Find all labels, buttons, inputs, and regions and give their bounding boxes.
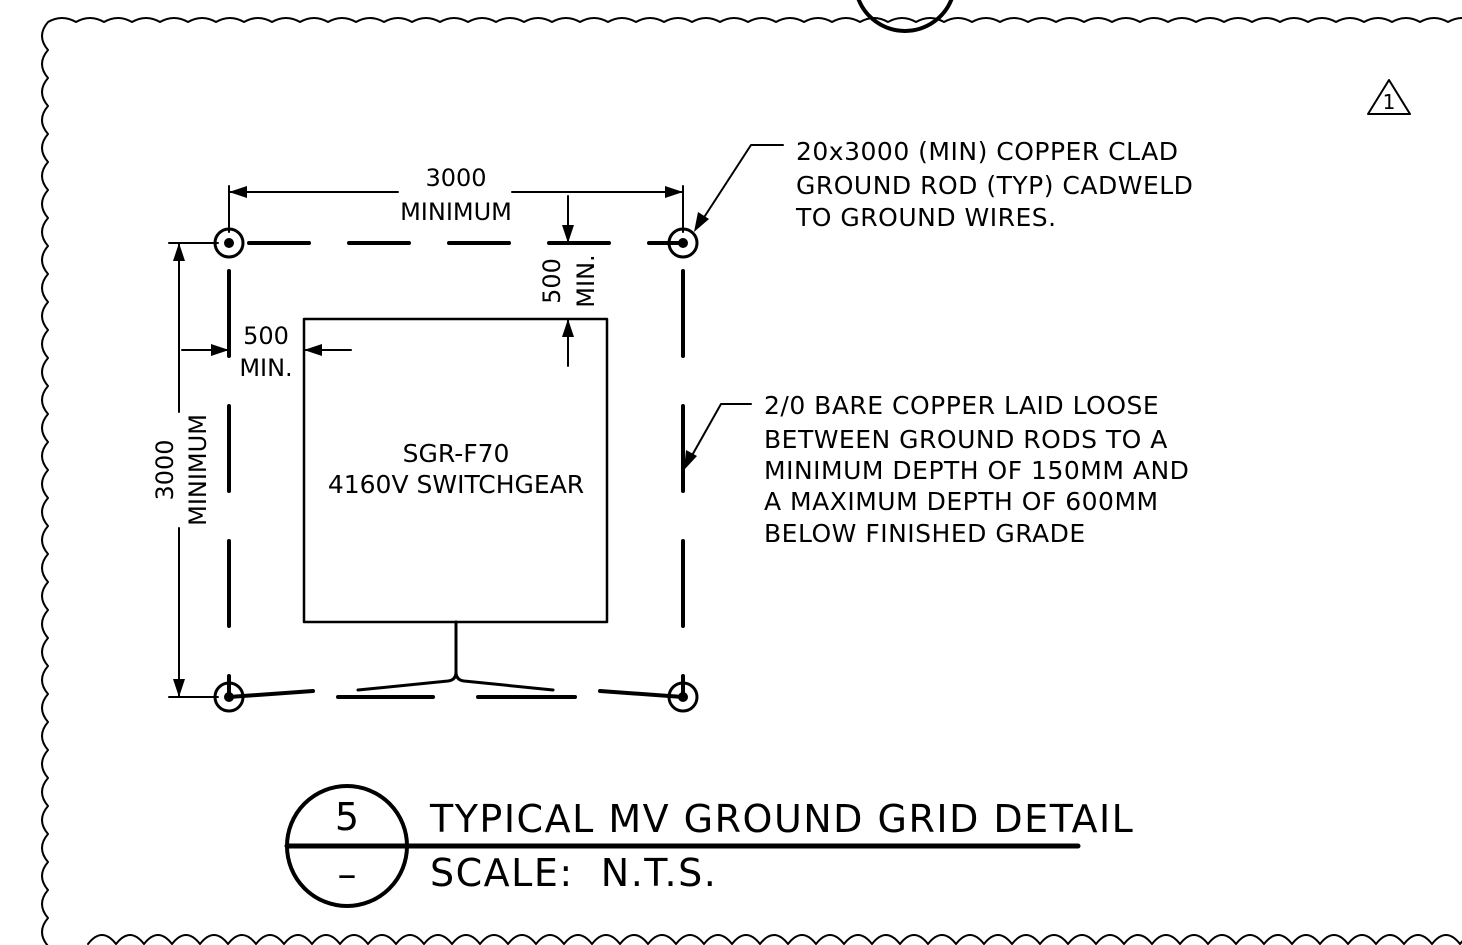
adjacent-callout-circle-fragment (856, 0, 954, 33)
note-ground-rod-line-1: 20x3000 (MIN) COPPER CLAD (796, 137, 1178, 166)
detail-sheet-reference: – (338, 852, 357, 896)
detail-title: TYPICAL MV GROUND GRID DETAIL (429, 797, 1134, 841)
dimension-side-clearance-label: MIN. (239, 354, 292, 382)
dimension-side-clearance: 500 MIN. (181, 322, 352, 382)
note-ground-rod: 20x3000 (MIN) COPPER CLAD GROUND ROD (TY… (694, 137, 1193, 232)
dimension-left-height: 3000 MINIMUM (151, 242, 219, 698)
note-conductor-line-5: BELOW FINISHED GRADE (764, 519, 1086, 548)
ground-rod-top-left-icon (213, 227, 245, 259)
dimension-left-height-label: MINIMUM (184, 414, 212, 526)
note-conductor-line-3: MINIMUM DEPTH OF 150MM AND (764, 456, 1189, 485)
note-conductor-arrowhead (684, 450, 697, 470)
switchgear-outline (302, 317, 609, 624)
detail-scale: SCALE: N.T.S. (430, 851, 717, 895)
ground-conductor-loop (227, 241, 685, 699)
equipment-description: 4160V SWITCHGEAR (328, 470, 584, 499)
revision-marker: 1 (1367, 79, 1411, 115)
note-ground-rod-leader (700, 144, 784, 223)
dimension-top-width-label: MINIMUM (400, 198, 512, 226)
note-ground-rod-arrowhead (694, 212, 709, 232)
note-ground-rod-line-2: GROUND ROD (TYP) CADWELD (796, 171, 1193, 200)
dimension-top-width: 3000 MINIMUM (228, 164, 684, 233)
note-conductor: 2/0 BARE COPPER LAID LOOSE BETWEEN GROUN… (684, 391, 1189, 548)
note-ground-rod-line-3: TO GROUND WIRES. (795, 203, 1057, 232)
equipment-tag: SGR-F70 (403, 439, 510, 468)
revision-number: 1 (1383, 90, 1396, 114)
note-conductor-line-1: 2/0 BARE COPPER LAID LOOSE (764, 391, 1159, 420)
note-conductor-leader (689, 403, 752, 460)
note-conductor-line-2: BETWEEN GROUND RODS TO A (764, 425, 1168, 454)
switchgear-equipment: SGR-F70 4160V SWITCHGEAR (302, 317, 609, 624)
dimension-left-height-value: 3000 (151, 439, 179, 500)
revision-triangle-icon (1367, 79, 1411, 115)
dimension-top-width-value: 3000 (425, 164, 486, 192)
revision-cloud-border (41, 17, 1462, 945)
detail-number: 5 (335, 795, 359, 839)
detail-title-block: 5 – TYPICAL MV GROUND GRID DETAIL SCALE:… (284, 784, 1134, 908)
dimension-top-clearance-label: MIN. (572, 254, 600, 307)
equipment-ground-tap (356, 620, 555, 692)
dimension-top-clearance: 500 MIN. (538, 195, 600, 367)
note-conductor-line-4: A MAXIMUM DEPTH OF 600MM (764, 487, 1159, 516)
dimension-side-clearance-value: 500 (243, 322, 289, 350)
dimension-top-clearance-value: 500 (538, 258, 566, 304)
ground-rod-bottom-right-icon (667, 681, 699, 713)
